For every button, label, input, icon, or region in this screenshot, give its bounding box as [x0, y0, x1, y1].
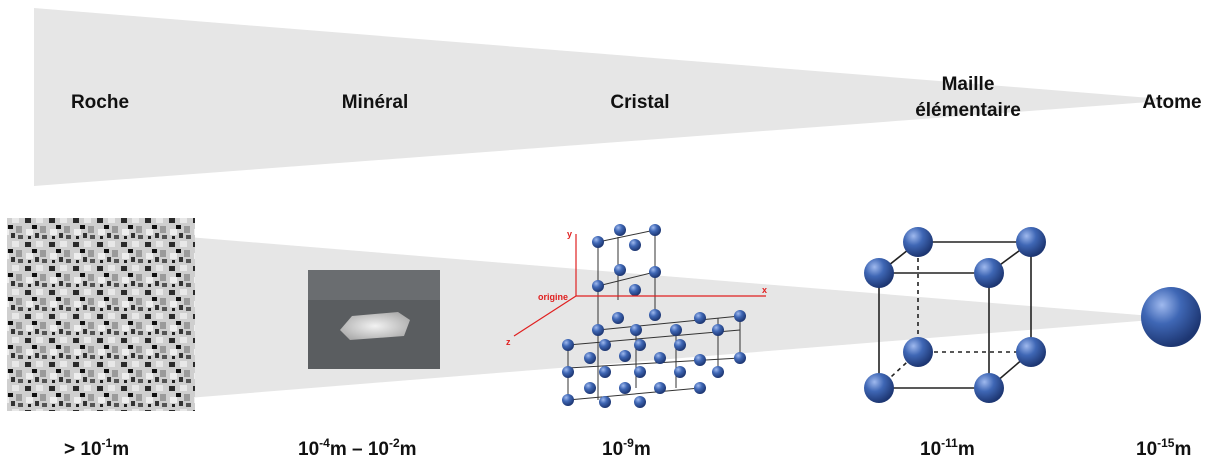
level-label-maille: Maille élémentaire: [898, 72, 1038, 124]
top-wedge: [34, 8, 1175, 186]
scale-cristal: 10-9m: [602, 436, 651, 460]
crystal-axes: [513, 234, 766, 337]
level-label-roche: Roche: [70, 92, 130, 113]
axis-label-z: z: [506, 337, 511, 347]
level-label-cristal: Cristal: [610, 92, 670, 113]
scale-roche: > 10-1m: [64, 436, 130, 460]
crystal-atoms: [562, 224, 746, 408]
level-label-maille-line1: Maille: [941, 74, 995, 95]
axis-label-origin: origine: [538, 292, 568, 302]
rock-image: [7, 218, 195, 411]
level-label-mineral: Minéral: [341, 92, 409, 113]
axis-label-y: y: [567, 229, 572, 239]
level-label-atome: Atome: [1142, 92, 1202, 113]
level-label-maille-line2: élémentaire: [915, 100, 1021, 121]
scale-mineral: 10-4m – 10-2m: [298, 436, 417, 460]
scale-atome: 10-15m: [1136, 436, 1192, 460]
unit-cell-atoms: [864, 227, 1046, 403]
axis-label-x: x: [762, 285, 767, 295]
atom-sphere: [1141, 287, 1201, 347]
mineral-image: [308, 270, 440, 369]
scale-maille: 10-11m: [920, 436, 975, 460]
